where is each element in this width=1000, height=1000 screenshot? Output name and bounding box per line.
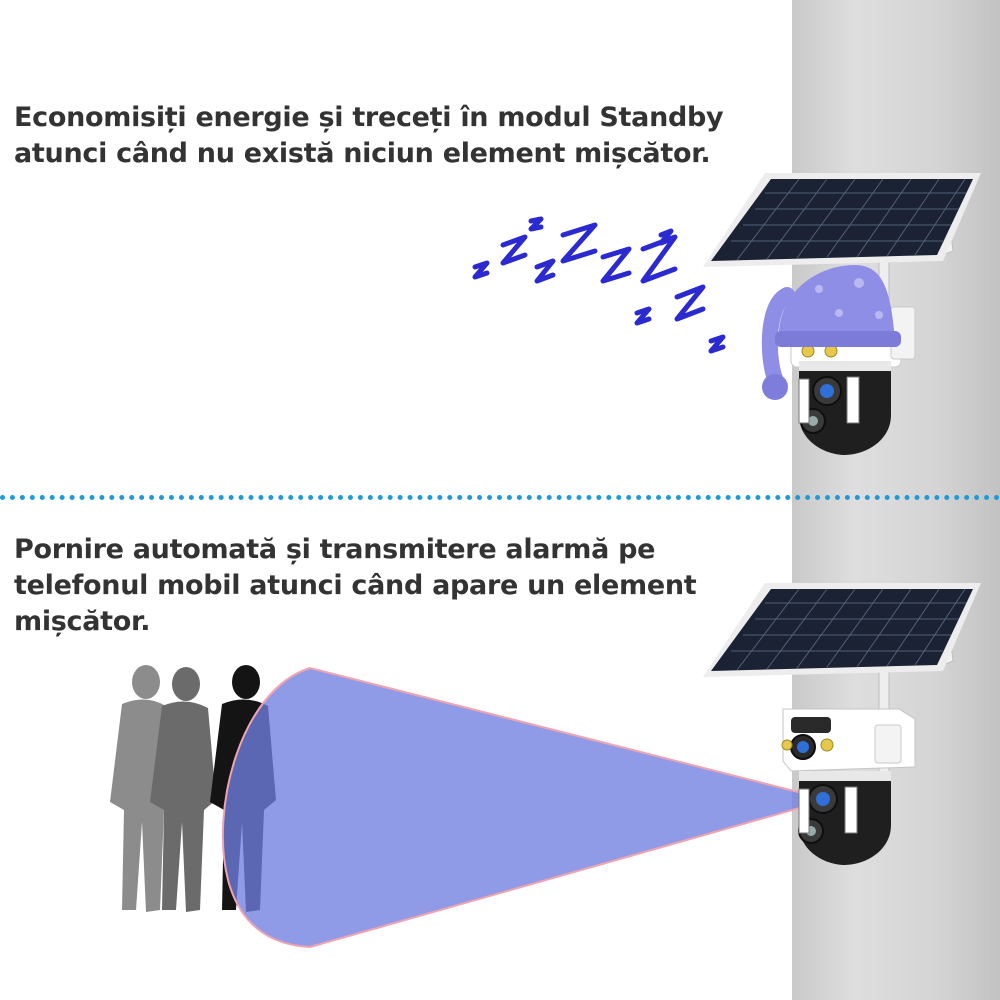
- security-camera-icon: [781, 708, 916, 865]
- alarm-headline: Pornire automată și transmitere alarmă p…: [14, 534, 697, 637]
- solar-panel-icon: [703, 583, 981, 677]
- sleeping-zzz-icon: [472, 216, 726, 354]
- nightcap-icon: [761, 265, 901, 400]
- security-camera-sleeping: [703, 173, 981, 455]
- security-camera-icon: [798, 361, 891, 455]
- security-camera-active: [703, 583, 981, 865]
- standby-headline: Economisiți energie și treceți în modul …: [14, 102, 724, 169]
- solar-panel-icon: [703, 173, 981, 267]
- section-divider: [0, 495, 1000, 500]
